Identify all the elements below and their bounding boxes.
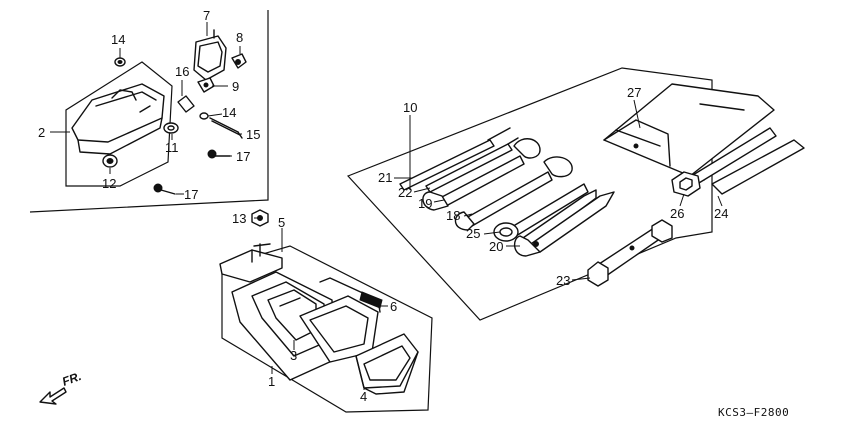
callout-15: 15	[246, 127, 260, 142]
callout-7: 7	[203, 8, 210, 23]
callout-18: 18	[446, 208, 460, 223]
damper-12	[102, 154, 118, 168]
washer-14	[199, 112, 209, 120]
callout-13: 13	[232, 211, 246, 226]
callout-14-top: 14	[111, 32, 125, 47]
callout-21: 21	[378, 170, 392, 185]
ring-spanner-26	[671, 127, 777, 197]
grommet-11	[163, 122, 179, 134]
wrench-19	[422, 138, 541, 211]
section-border	[29, 10, 269, 213]
callout-5: 5	[278, 215, 285, 230]
callout-8: 8	[236, 30, 243, 45]
front-arrow: FR.	[39, 369, 83, 405]
nut-14-top	[114, 57, 126, 67]
callout-25: 25	[466, 226, 480, 241]
callout-11: 11	[165, 140, 179, 155]
drawing-code: KCS3–F2800	[718, 406, 789, 419]
band-5	[219, 243, 283, 283]
tool-pouch-27	[603, 83, 775, 181]
callout-6: 6	[390, 299, 397, 314]
callout-16: 16	[175, 64, 189, 79]
pliers-20	[513, 189, 615, 257]
callout-24: 24	[714, 206, 728, 221]
cap-8	[231, 53, 247, 69]
callout-17-upper: 17	[236, 149, 250, 164]
toolbag-border	[221, 245, 433, 413]
callout-26: 26	[670, 206, 684, 221]
lock-cylinder-9	[197, 77, 215, 93]
callout-14-mid: 14	[222, 105, 236, 120]
leader-lines	[50, 22, 723, 390]
callout-1: 1	[268, 374, 275, 389]
callout-23: 23	[556, 273, 570, 288]
pad-4	[355, 333, 419, 395]
callout-17-lower: 17	[184, 187, 198, 202]
callout-2: 2	[38, 125, 45, 140]
screw-17-upper	[207, 149, 231, 159]
box-wrench-23	[587, 219, 673, 287]
toolbox-lid	[65, 61, 173, 187]
callout-4: 4	[360, 389, 367, 404]
rod-15	[209, 117, 243, 139]
callout-9: 9	[232, 79, 239, 94]
callout-20: 20	[489, 239, 503, 254]
collar-16	[177, 95, 195, 113]
wrench-18	[454, 156, 573, 231]
callout-27: 27	[627, 85, 641, 100]
spanner-25	[493, 183, 589, 242]
screwdriver-22	[425, 137, 519, 193]
toolkit-border	[346, 67, 713, 321]
callout-10: 10	[403, 100, 417, 115]
callout-3: 3	[290, 348, 297, 363]
handle-24	[711, 139, 805, 195]
screwdriver-21	[399, 127, 511, 191]
lock-cover-7	[193, 29, 227, 81]
arrow-icon	[39, 387, 67, 405]
callout-19: 19	[418, 196, 432, 211]
callout-22: 22	[398, 185, 412, 200]
tool-tray-inner	[299, 277, 383, 363]
screw-17-lower	[153, 183, 176, 195]
direction-label: FR.	[60, 369, 83, 389]
callouts: 2 14 7 8 9 16 14 15 11 12 17 17 13 5 6 3…	[38, 8, 728, 404]
callout-12: 12	[102, 176, 116, 191]
